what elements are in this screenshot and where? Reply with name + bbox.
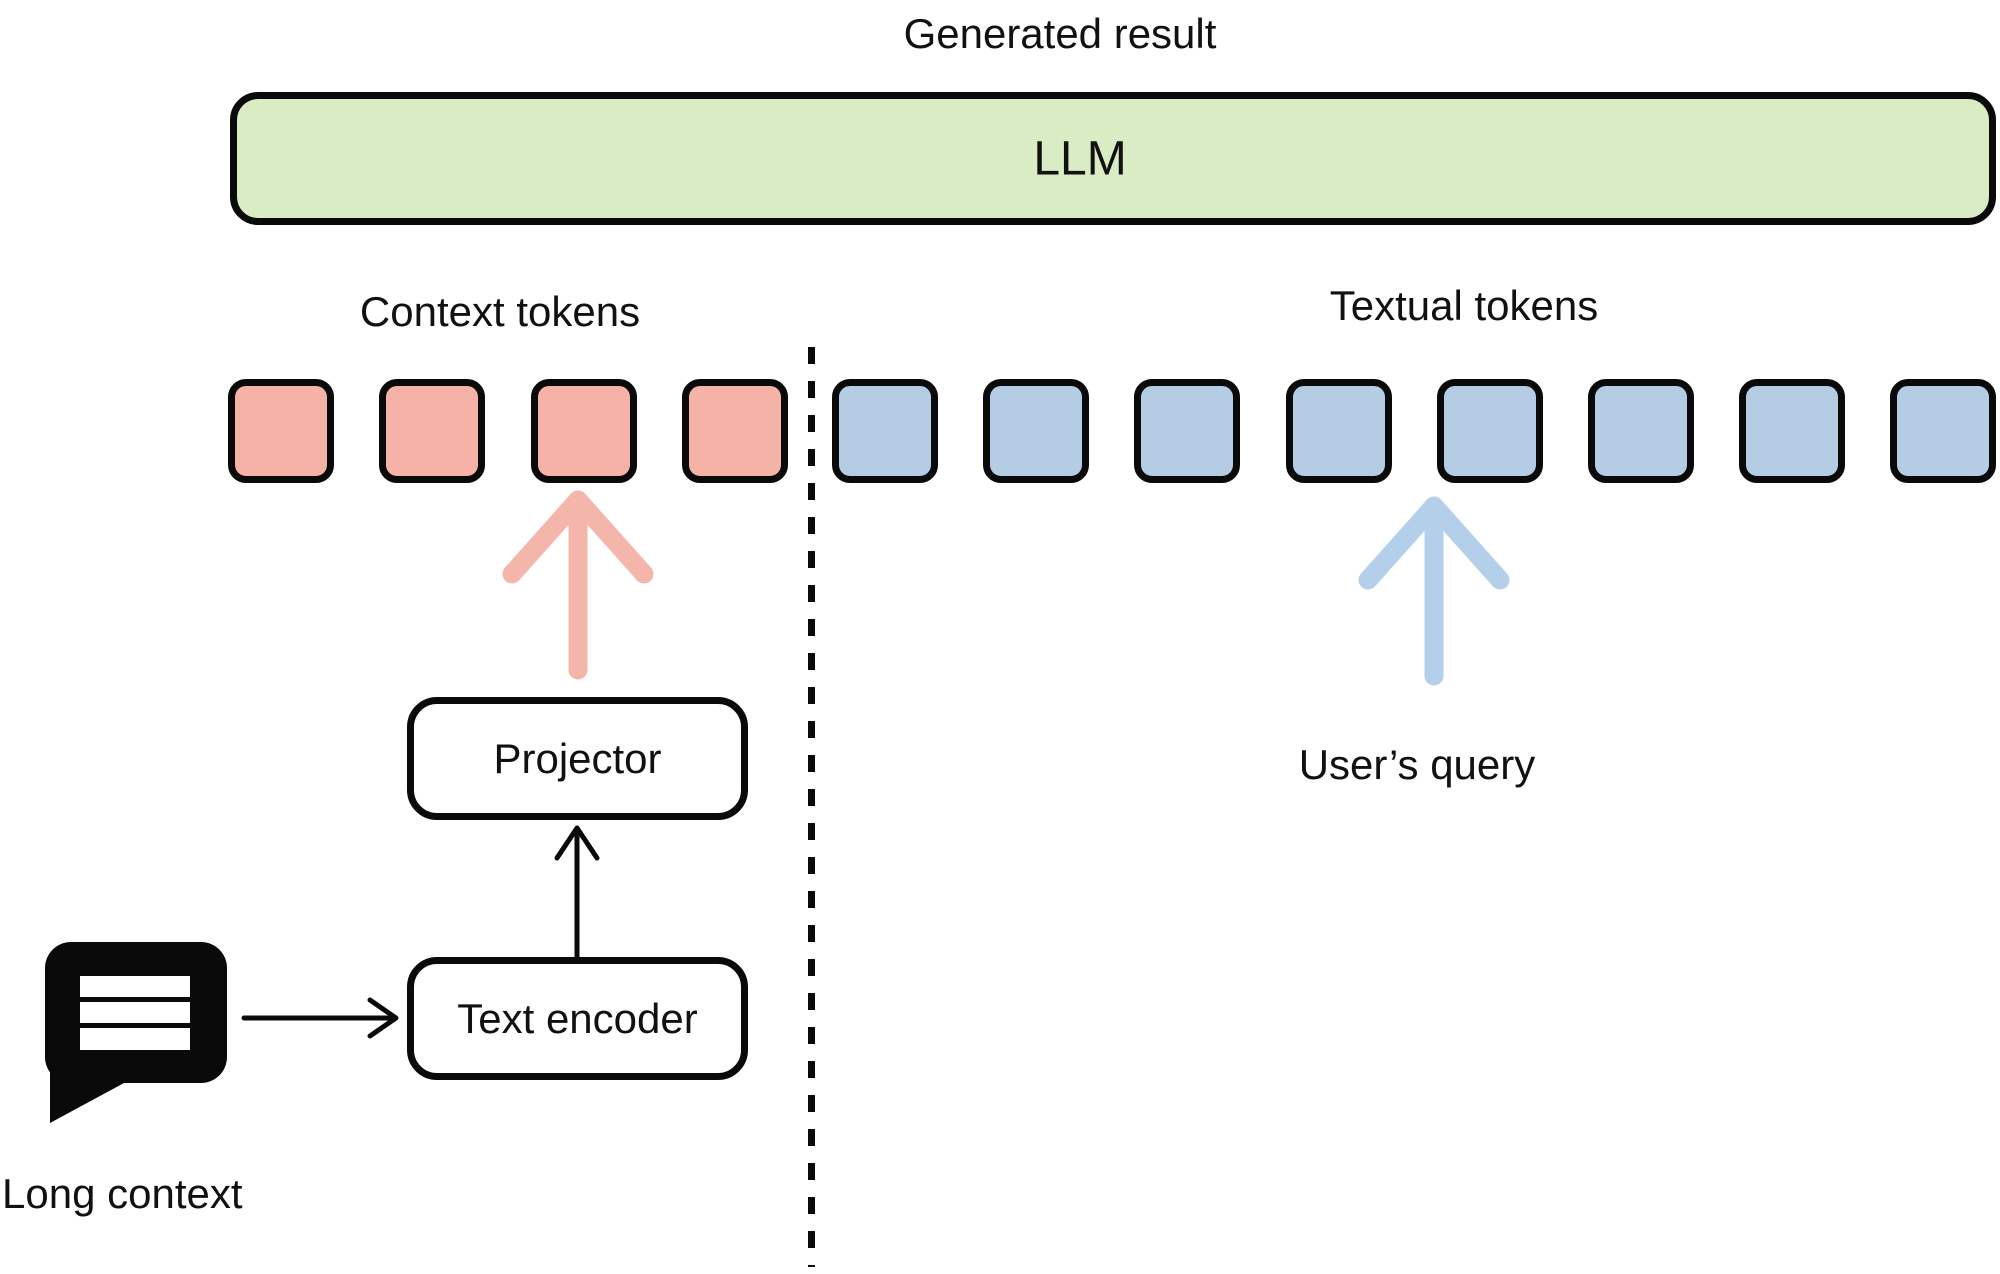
context-to-encoder-arrow (241, 997, 399, 1039)
context-tokens-label: Context tokens (359, 288, 641, 335)
textual-token (1437, 379, 1543, 483)
context-token (228, 379, 334, 483)
textual-tokens-label: Textual tokens (1329, 282, 1599, 329)
textual-token (983, 379, 1089, 483)
long-context-label: Long context (2, 1170, 243, 1217)
modality-separator-line (808, 347, 815, 1267)
llm-box: LLM (230, 92, 1996, 225)
context-token (531, 379, 637, 483)
context-tokens-arrow (502, 490, 654, 680)
speech-bubble-icon (45, 942, 227, 1123)
textual-token (1890, 379, 1996, 483)
llm-label: LLM (1033, 132, 1127, 185)
text-encoder-box: Text encoder (407, 957, 748, 1080)
generated-result-label: Generated result (903, 10, 1217, 57)
user-query-arrow (1358, 496, 1510, 686)
user-query-label: User’s query (1298, 741, 1536, 788)
context-token (682, 379, 788, 483)
context-token (379, 379, 485, 483)
projector-box: Projector (407, 697, 748, 820)
textual-token (1134, 379, 1240, 483)
textual-token (1739, 379, 1845, 483)
textual-token (1286, 379, 1392, 483)
textual-token (1588, 379, 1694, 483)
text-encoder-label: Text encoder (457, 994, 698, 1042)
encoder-to-projector-arrow (554, 825, 600, 963)
textual-token (832, 379, 938, 483)
projector-label: Projector (493, 734, 662, 782)
